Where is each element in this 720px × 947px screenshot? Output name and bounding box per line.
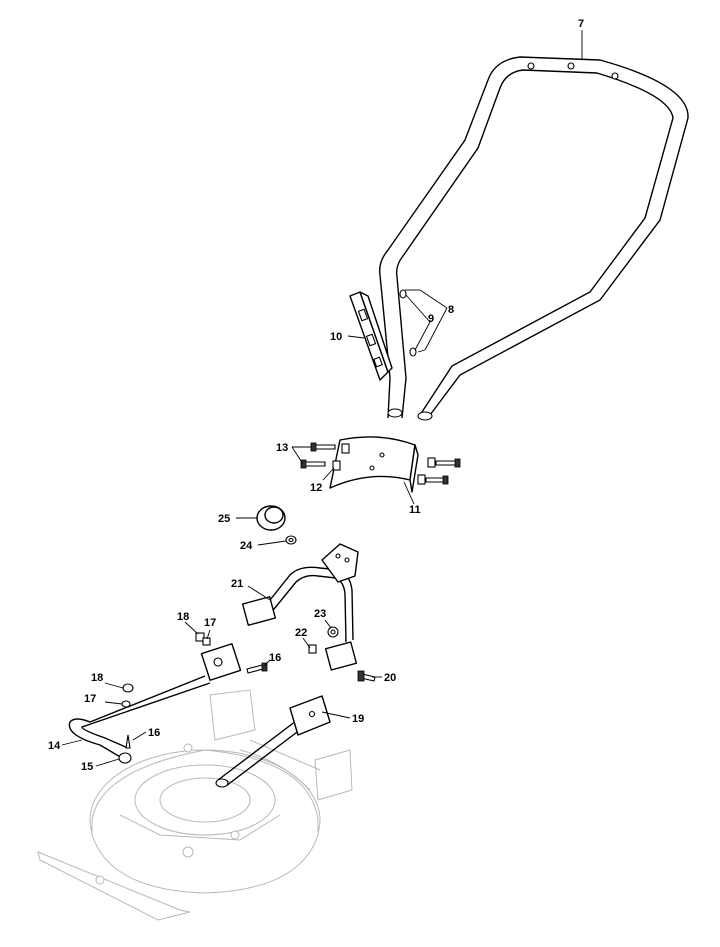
- callout-16-lower: 16: [148, 727, 160, 739]
- callout-17-lower: 17: [84, 693, 96, 705]
- lower-right-tube: [215, 695, 331, 788]
- leader-lines: [61, 30, 583, 767]
- upper-handle: [378, 56, 689, 421]
- callout-18-lower: 18: [91, 672, 103, 684]
- callout-7: 7: [578, 18, 584, 30]
- callout-17-upper: 17: [204, 617, 216, 629]
- callout-13: 13: [276, 442, 288, 454]
- callout-15: 15: [81, 761, 93, 773]
- callout-22: 22: [295, 627, 307, 639]
- callout-10: 10: [330, 331, 342, 343]
- cable-bracket: [349, 291, 393, 381]
- upper-fasteners: [300, 442, 461, 485]
- callout-9: 9: [428, 313, 434, 325]
- knob-and-washer: [256, 505, 297, 545]
- callout-24: 24: [240, 540, 253, 552]
- handle-bracket-plate: [329, 436, 419, 493]
- callout-14: 14: [48, 740, 61, 752]
- callout-16-upper: 16: [269, 652, 281, 664]
- callout-labels: 7 8 9 10 11 12 13 14 15 16 16 17 17 18 1…: [48, 18, 584, 773]
- callout-18-upper: 18: [177, 611, 189, 623]
- callout-23: 23: [314, 608, 326, 620]
- callout-12: 12: [310, 482, 322, 494]
- callout-21: 21: [231, 578, 243, 590]
- callout-20: 20: [384, 672, 396, 684]
- lower-fasteners: [357, 670, 376, 682]
- callout-8: 8: [448, 304, 454, 316]
- lower-left-tube: [68, 632, 268, 764]
- callout-19: 19: [352, 713, 364, 725]
- callout-11: 11: [409, 504, 421, 516]
- lower-handle-frame: [241, 543, 359, 671]
- mower-deck: [37, 689, 353, 921]
- callout-25: 25: [218, 513, 230, 525]
